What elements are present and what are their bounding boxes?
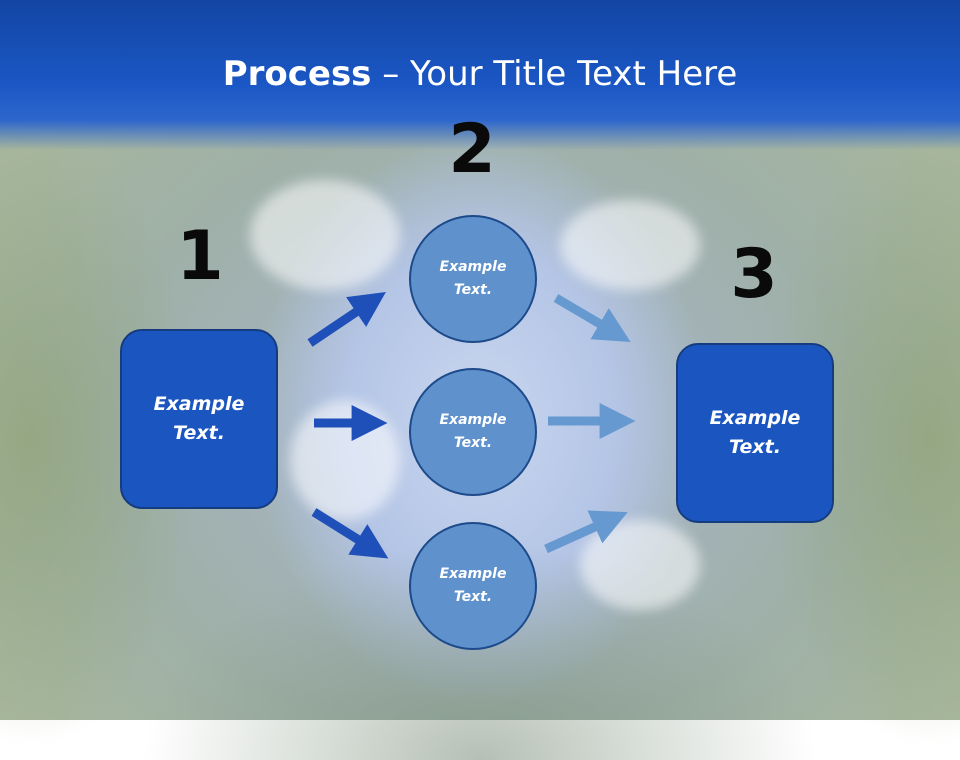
arrow-1-to-bottom: [311, 508, 389, 559]
arrow-top-to-3: [553, 294, 631, 342]
step2-circle-top-label: Example Text.: [439, 259, 507, 298]
step-number-2: 2: [448, 110, 496, 189]
step2-circle-bottom-label: Example Text.: [439, 566, 507, 605]
step2-circle-bottom: Example Text.: [409, 522, 537, 650]
title-rest: – Your Title Text Here: [371, 54, 738, 94]
arrow-1-to-top: [307, 291, 386, 347]
cloud: [560, 200, 700, 290]
step3-box-label: Example Text.: [709, 407, 801, 458]
step-number-3: 3: [730, 235, 778, 314]
cloud: [250, 180, 400, 290]
step1-box: Example Text.: [120, 329, 278, 509]
connector-arrows: [307, 291, 636, 559]
step-number-1: 1: [176, 217, 224, 296]
step2-circle-middle-label: Example Text.: [439, 412, 507, 451]
slide-title: Process – Your Title Text Here: [0, 52, 960, 96]
step2-circle-top: Example Text.: [409, 215, 537, 343]
title-bar: [0, 0, 960, 150]
arrow-bottom-to-3: [544, 510, 628, 554]
step1-box-label: Example Text.: [153, 393, 245, 444]
step2-circle-middle: Example Text.: [409, 368, 537, 496]
step3-box: Example Text.: [676, 343, 834, 523]
title-bold: Process: [222, 54, 372, 94]
